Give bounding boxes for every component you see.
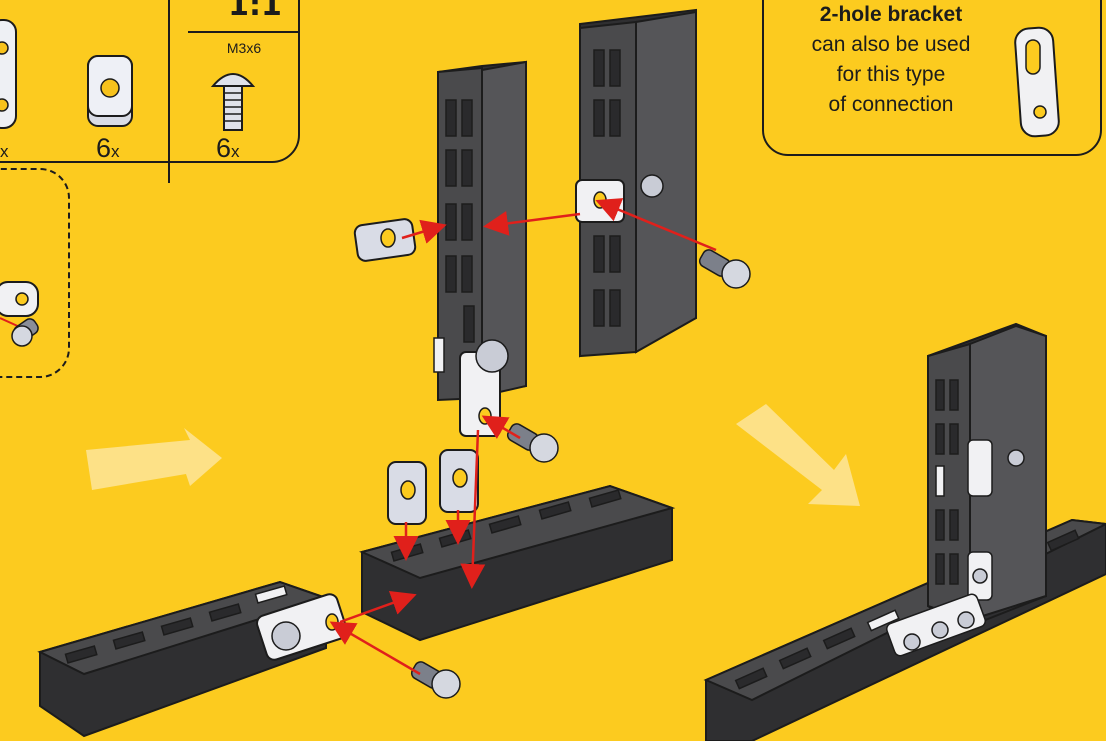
assembly-arrows — [329, 198, 717, 676]
screw-middle — [506, 423, 559, 463]
screw-upper-right — [698, 249, 751, 289]
scale-label: 1:1 — [228, 0, 282, 23]
note-text: 2-hole bracket can also be used for this… — [776, 0, 1006, 120]
screw-spec-label: M3x6 — [226, 40, 262, 56]
scale-underline — [188, 31, 300, 33]
nut-upper-left — [353, 218, 417, 262]
vertical-beam-right — [579, 8, 697, 358]
step-arrow-left — [86, 428, 222, 490]
step-arrow-right — [736, 404, 860, 506]
bracket-lower-left — [256, 593, 348, 661]
bracket-lower-center — [459, 339, 509, 437]
screw-part-icon — [210, 73, 256, 131]
bracket-quantity: x — [0, 142, 9, 161]
callout-bracket-icon — [0, 281, 39, 347]
nut-drop-left — [387, 461, 427, 525]
note-line-3: of connection — [828, 93, 954, 116]
screw-quantity: 6x — [216, 133, 240, 163]
note-title: 2-hole bracket — [819, 3, 963, 26]
detail-callout-box — [0, 168, 70, 378]
nut-part-icon — [87, 55, 133, 127]
parts-list-box — [0, 0, 300, 163]
note-line-1: can also be used — [811, 33, 971, 56]
two-hole-bracket-icon — [1014, 26, 1060, 138]
nut-drop-right — [439, 449, 479, 513]
note-box — [762, 0, 1102, 156]
assembled-result — [703, 322, 1106, 741]
parts-divider — [168, 0, 170, 183]
nut-quantity: 6x — [96, 133, 120, 163]
screw-lower — [410, 661, 461, 699]
horizontal-beam-lower-left — [37, 580, 330, 738]
bracket-part-icon — [0, 19, 17, 129]
note-line-2: for this type — [836, 63, 946, 86]
